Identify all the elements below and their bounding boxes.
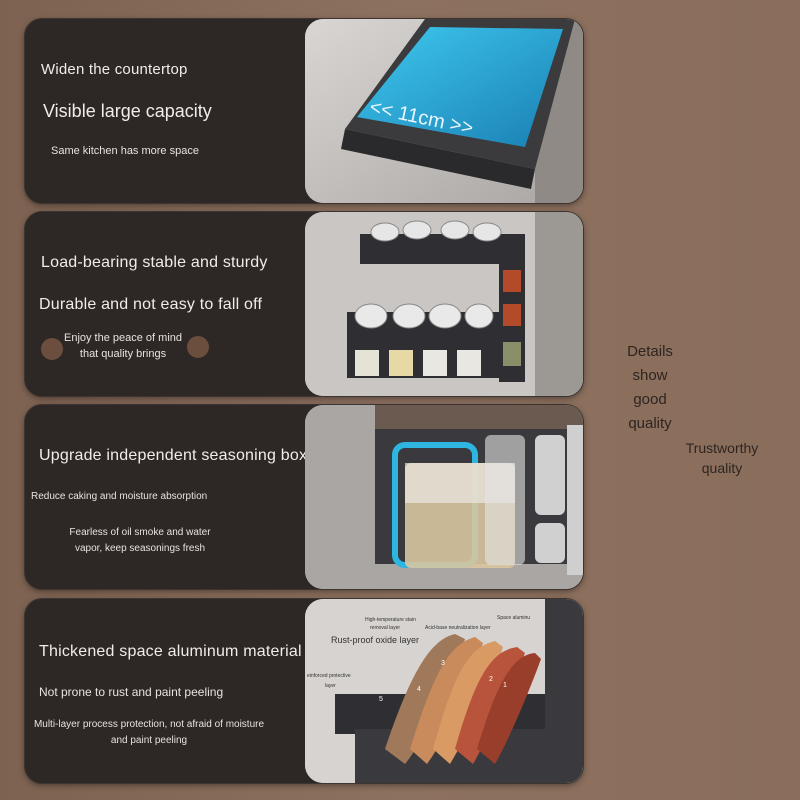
svg-text:Rust-proof oxide layer: Rust-proof oxide layer [331, 635, 419, 645]
card-subtext-2: Fearless of oil smoke and water vapor, k… [69, 527, 211, 554]
seasoning-box-image [305, 405, 583, 589]
feature-card-material: Thickened space aluminum material Not pr… [24, 598, 584, 784]
feature-card-seasoning-box: Upgrade independent seasoning box Reduce… [24, 404, 584, 590]
svg-text:Space aluminu: Space aluminu [497, 615, 530, 621]
card-heading-large-2: Durable and not easy to fall off [39, 296, 263, 313]
side-caption-details: Details show good quality [627, 343, 673, 432]
card-subtext-1: Reduce caking and moisture absorption [31, 491, 208, 502]
card-subtext: Same kitchen has more space [51, 145, 199, 157]
card-subtext-2: Multi-layer process protection, not afra… [33, 719, 265, 746]
card-heading-large: Visible large capacity [43, 101, 212, 121]
material-layers-image: High-temperature stain removal layer Spa… [305, 599, 583, 783]
card-text-panel: Thickened space aluminum material Not pr… [25, 599, 305, 783]
svg-text:Acid-base neutralization layer: Acid-base neutralization layer [425, 625, 491, 631]
decor-dot-icon [187, 336, 209, 358]
svg-text:1: 1 [503, 682, 507, 689]
feature-card-load-bearing: Load-bearing stable and sturdy Durable a… [24, 211, 584, 397]
svg-text:5: 5 [379, 696, 383, 703]
svg-text:layer: layer [325, 683, 336, 689]
card-heading-large: Upgrade independent seasoning box [39, 447, 308, 464]
side-caption-trust: Trustworthy quality [685, 440, 759, 476]
svg-text:removal layer: removal layer [370, 625, 400, 631]
svg-text:einforced protective: einforced protective [307, 673, 351, 679]
card-heading-small: Widen the countertop [41, 61, 188, 78]
card-text-panel: Upgrade independent seasoning box Reduce… [25, 405, 308, 589]
feature-card-countertop: Widen the countertop Visible large capac… [24, 18, 584, 204]
wall-shelf-edge-image: << 11cm >> [305, 19, 583, 203]
card-heading-large: Load-bearing stable and sturdy [41, 254, 268, 271]
spice-rack-image [305, 212, 583, 396]
svg-text:2: 2 [489, 676, 493, 683]
card-text-panel: Load-bearing stable and sturdy Durable a… [25, 212, 305, 396]
svg-text:3: 3 [441, 660, 445, 667]
decor-dot-icon [41, 338, 63, 360]
svg-text:High-temperature stain: High-temperature stain [365, 617, 416, 623]
svg-text:4: 4 [417, 686, 421, 693]
card-subtext: Enjoy the peace of mind that quality bri… [63, 332, 183, 360]
card-subtext-1: Not prone to rust and paint peeling [39, 685, 224, 699]
card-heading-large: Thickened space aluminum material [39, 643, 302, 660]
card-text-panel: Widen the countertop Visible large capac… [25, 19, 305, 203]
